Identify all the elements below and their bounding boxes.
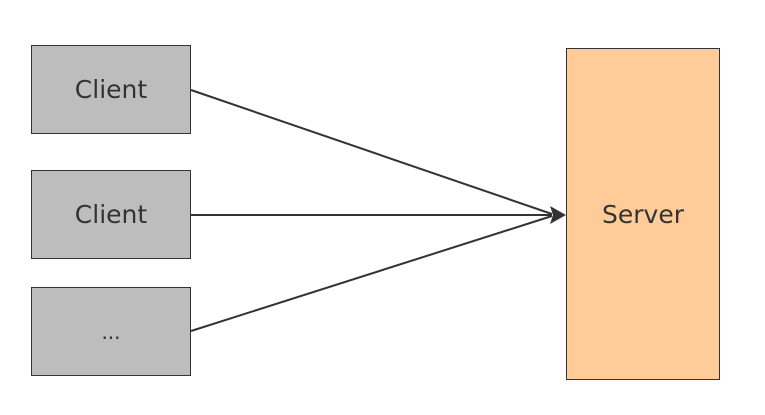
client-label: ... (101, 319, 121, 344)
client-label: Client (74, 75, 148, 104)
client-label: Client (74, 200, 148, 229)
client-box-2: Client (31, 170, 191, 259)
server-label: Server (602, 199, 684, 229)
server-box: Server (566, 48, 720, 380)
arrow-client-3-to-server (190, 215, 553, 332)
arrowhead-icon (550, 206, 566, 224)
client-box-1: Client (31, 45, 191, 134)
arrow-client-1-to-server (190, 89, 553, 215)
client-box-3: ... (31, 287, 191, 376)
